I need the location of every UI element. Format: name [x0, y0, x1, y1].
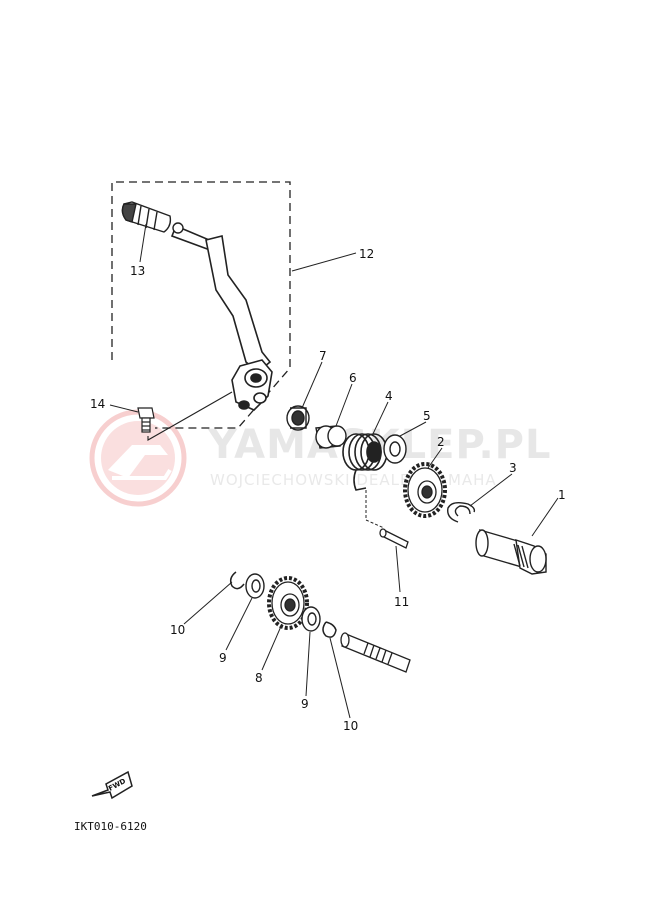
- washer-9-right: [301, 606, 321, 632]
- idle-gear-shaft: [340, 632, 411, 673]
- diagram-code: IKT010-6120: [74, 820, 147, 833]
- bolt-guide-line: [147, 391, 233, 441]
- callout-2: 2: [437, 435, 445, 449]
- kick-gear-2: [403, 462, 447, 518]
- washer-5: [383, 434, 407, 464]
- watermark: YAMASKLEP.PL WOJCIECHOWSKI DEALER YAMAHA: [89, 409, 550, 507]
- kick-pedal-rubber: [121, 201, 184, 234]
- circlip-10-right: [322, 621, 337, 638]
- callout-3: 3: [509, 461, 517, 475]
- leader-lines: [109, 223, 559, 719]
- kick-shaft-1: [475, 529, 547, 575]
- callout-10-left: 10: [170, 623, 185, 637]
- callout-5: 5: [423, 409, 431, 423]
- callout-8: 8: [255, 671, 263, 685]
- bolt-14: [137, 407, 155, 433]
- callout-labels: 1 2 3 4 5 6 7 8 9 9 10 10 11 12 13 14: [90, 247, 566, 733]
- pin-guide-line: [365, 490, 385, 529]
- callout-9-right: 9: [301, 697, 309, 711]
- callout-6: 6: [349, 371, 357, 385]
- callout-11: 11: [394, 595, 409, 609]
- callout-10-right: 10: [343, 719, 358, 733]
- collar-6: [315, 425, 347, 449]
- circlip-10-left: [229, 571, 245, 590]
- bearing-7: [286, 405, 310, 431]
- kick-lever-arm: [170, 224, 273, 411]
- torsion-spring-4: [342, 433, 388, 491]
- callout-14: 14: [90, 397, 105, 411]
- callout-7: 7: [319, 349, 327, 363]
- callout-4: 4: [385, 389, 393, 403]
- kick-lever-assembly-outline: [111, 181, 291, 429]
- callout-12: 12: [359, 247, 374, 261]
- callout-13: 13: [130, 264, 145, 278]
- circlip-3: [447, 501, 476, 523]
- callout-1: 1: [558, 488, 566, 502]
- fwd-arrow-icon: FWD: [91, 770, 133, 800]
- washer-9-left: [245, 573, 265, 599]
- callout-9-left: 9: [219, 651, 227, 665]
- pin-11: [379, 528, 409, 549]
- idle-gear-8: [267, 576, 309, 630]
- watermark-logo-icon: [89, 409, 187, 507]
